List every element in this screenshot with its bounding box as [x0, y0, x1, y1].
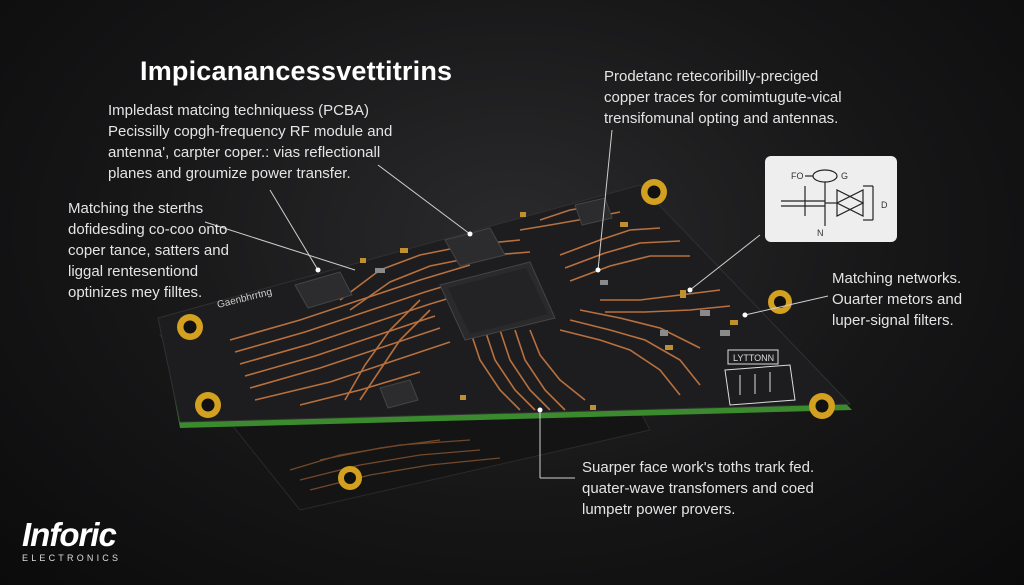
callout-line: Pecissilly copgh-frequency RF module and — [108, 123, 393, 140]
callout-line: quater-wave transfomers and coed — [582, 480, 814, 497]
callout-line: liggal rentesentiond — [68, 263, 199, 280]
schematic-label: N — [817, 228, 824, 238]
callout-line: Prodetanc retecoribillly-preciged — [604, 68, 819, 85]
smd-passives — [375, 268, 730, 336]
small-chip-bottom — [379, 379, 419, 409]
callout-line: antenna', carpter coper.: vias reflectio… — [108, 144, 381, 161]
callout-left: Matching the sterths dofidesding co-coo … — [68, 198, 229, 303]
smd-components — [360, 212, 738, 410]
brand-logo: Inforic ELECTRONICS — [22, 518, 121, 563]
callout-line: lumpetr power provers. — [582, 501, 736, 518]
callout-top-left: Impledast matcing techniquess (PCBA) Pec… — [108, 100, 392, 184]
logo-name: Inforic — [22, 516, 117, 553]
schematic-inset: FO G D N — [765, 156, 897, 242]
mounting-holes — [177, 179, 835, 419]
callout-line: luper-signal filters. — [832, 312, 954, 329]
schematic-label: G — [841, 171, 848, 181]
callout-line: Suarper face work's toths trark fed. — [582, 459, 815, 476]
rf-chip — [444, 227, 506, 267]
page-title: Impicanancessvettitrins — [140, 56, 453, 86]
callout-right: Matching networks. Ouarter metors and lu… — [832, 268, 962, 331]
callout-line: planes and groumize power transfer. — [108, 165, 351, 182]
silkscreen-block — [724, 349, 796, 406]
callout-line: copper traces for comimtugute-vical — [604, 89, 842, 106]
callout-line: Ouarter metors and — [832, 291, 963, 308]
schematic-label: FO — [791, 171, 804, 181]
callout-line: Impledast matcing techniquess (PCBA) — [108, 102, 369, 119]
callout-line: trensifomunal opting and antennas. — [604, 110, 839, 127]
small-chip-left — [294, 271, 353, 309]
callout-line: optinizes mey filltes. — [68, 284, 203, 301]
callout-bottom: Suarper face work's toths trark fed. qua… — [582, 457, 814, 520]
logo-tagline: ELECTRONICS — [22, 553, 122, 563]
callout-line: Matching networks. — [832, 270, 962, 287]
leader-dots — [315, 231, 748, 413]
callout-line: Matching the sterths — [68, 200, 204, 217]
callout-line: dofidesding co-coo onto — [68, 221, 228, 238]
chip-silkscreen-label: LYTTONN — [733, 353, 774, 363]
schematic-label: D — [881, 200, 888, 210]
callout-line: coper tance, satters and — [68, 242, 229, 259]
callout-top-right: Prodetanc retecoribillly-preciged copper… — [604, 66, 842, 129]
leader-lines — [204, 129, 829, 479]
schematic-diagram: FO G D N — [781, 169, 888, 238]
